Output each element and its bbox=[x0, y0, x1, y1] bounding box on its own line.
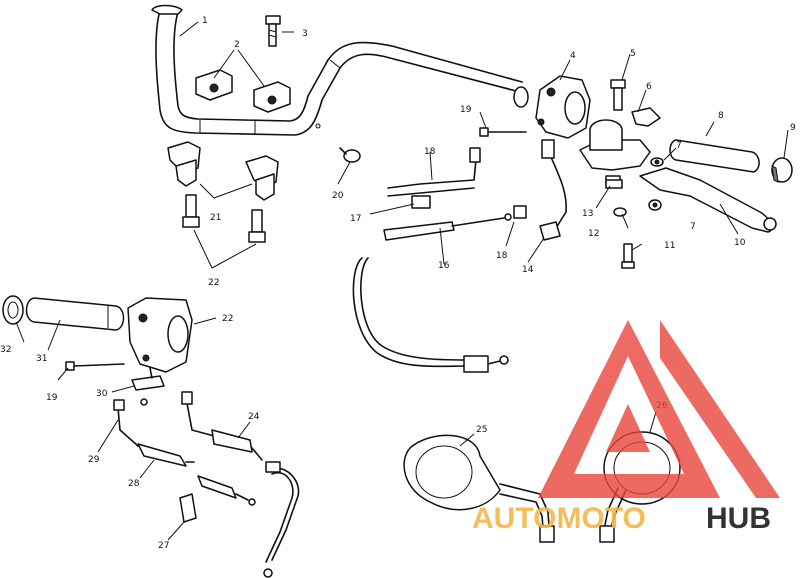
brake-lever-part-10 bbox=[639, 167, 777, 233]
callout-21: 21 bbox=[210, 213, 221, 223]
handlebar bbox=[151, 4, 529, 136]
adjuster bbox=[197, 475, 256, 506]
cable-part-18 bbox=[387, 147, 481, 197]
callout-8: 8 bbox=[718, 111, 724, 121]
watermark-logo-triangle bbox=[538, 320, 780, 498]
switch-lead-part-14 bbox=[539, 139, 567, 241]
callout-19b: 19 bbox=[46, 393, 58, 403]
callout-27: 27 bbox=[158, 541, 169, 551]
choke-cable bbox=[352, 257, 509, 373]
throttle-cable-part-16 bbox=[383, 205, 527, 241]
screw-part-19-lower bbox=[65, 361, 125, 371]
callout-18b: 18 bbox=[496, 251, 508, 261]
callout-2: 2 bbox=[234, 40, 240, 50]
leader-lines bbox=[15, 21, 789, 541]
callout-19a: 19 bbox=[460, 105, 472, 115]
switch-housing-part-22 bbox=[127, 297, 193, 373]
cable-bent bbox=[263, 461, 300, 578]
callout-14: 14 bbox=[522, 265, 534, 275]
mirror-part-25 bbox=[403, 434, 555, 543]
bracket-part-30 bbox=[131, 367, 165, 391]
callout-10: 10 bbox=[734, 238, 746, 248]
grip-part-31 bbox=[25, 297, 125, 331]
cable-part-29 bbox=[113, 398, 148, 447]
callout-25: 25 bbox=[476, 425, 487, 435]
callout-22b: 22 bbox=[222, 314, 233, 324]
cable-part-28 bbox=[137, 443, 195, 467]
clamp-part-2 bbox=[195, 69, 291, 113]
watermark-brand-part2: HUB bbox=[706, 502, 771, 535]
callout-32: 32 bbox=[0, 345, 11, 355]
riser-part-21 bbox=[167, 141, 279, 201]
washer-part-7 bbox=[648, 157, 664, 211]
callout-5: 5 bbox=[630, 49, 636, 59]
callout-11: 11 bbox=[664, 241, 675, 251]
callout-16: 16 bbox=[438, 261, 450, 271]
cable-end-part-17 bbox=[411, 195, 431, 209]
master-cylinder-part-6 bbox=[579, 107, 661, 187]
callout-12: 12 bbox=[588, 229, 599, 239]
bolt-part-3 bbox=[265, 15, 281, 47]
screw-part-19-upper bbox=[479, 127, 527, 137]
bolt-part-5 bbox=[610, 79, 626, 111]
end-cap-part-32 bbox=[2, 295, 24, 325]
callout-29: 29 bbox=[88, 455, 100, 465]
end-cap-part-9 bbox=[771, 157, 793, 183]
callout-30: 30 bbox=[96, 389, 108, 399]
callout-1: 1 bbox=[202, 16, 208, 26]
automotohub-watermark: AUTOMOTO HUB bbox=[472, 320, 780, 535]
spacer-part-12 bbox=[613, 207, 627, 217]
callout-6: 6 bbox=[646, 82, 652, 92]
pin-part-13 bbox=[605, 179, 623, 189]
cable-part-24 bbox=[181, 391, 263, 461]
callout-20: 20 bbox=[332, 191, 344, 201]
callout-17: 17 bbox=[350, 214, 361, 224]
callout-13: 13 bbox=[582, 209, 593, 219]
watermark-brand-part1: AUTOMOTO bbox=[472, 502, 646, 535]
callout-3: 3 bbox=[302, 29, 308, 39]
callout-18a: 18 bbox=[424, 147, 436, 157]
callout-7a: 7 bbox=[676, 141, 682, 151]
bolts-part-22 bbox=[182, 194, 266, 243]
callout-9: 9 bbox=[790, 123, 796, 133]
fitting-part-20 bbox=[339, 147, 361, 163]
callout-7b: 7 bbox=[690, 222, 696, 232]
callout-4: 4 bbox=[570, 51, 576, 61]
switch-housing-part-4 bbox=[535, 75, 591, 139]
screw-part-11 bbox=[621, 243, 635, 269]
callout-24: 24 bbox=[248, 412, 260, 422]
callout-28: 28 bbox=[128, 479, 140, 489]
grip-part-8 bbox=[669, 139, 760, 173]
sleeve-part-27 bbox=[179, 493, 197, 523]
callout-22a: 22 bbox=[208, 278, 219, 288]
callout-31: 31 bbox=[36, 354, 47, 364]
